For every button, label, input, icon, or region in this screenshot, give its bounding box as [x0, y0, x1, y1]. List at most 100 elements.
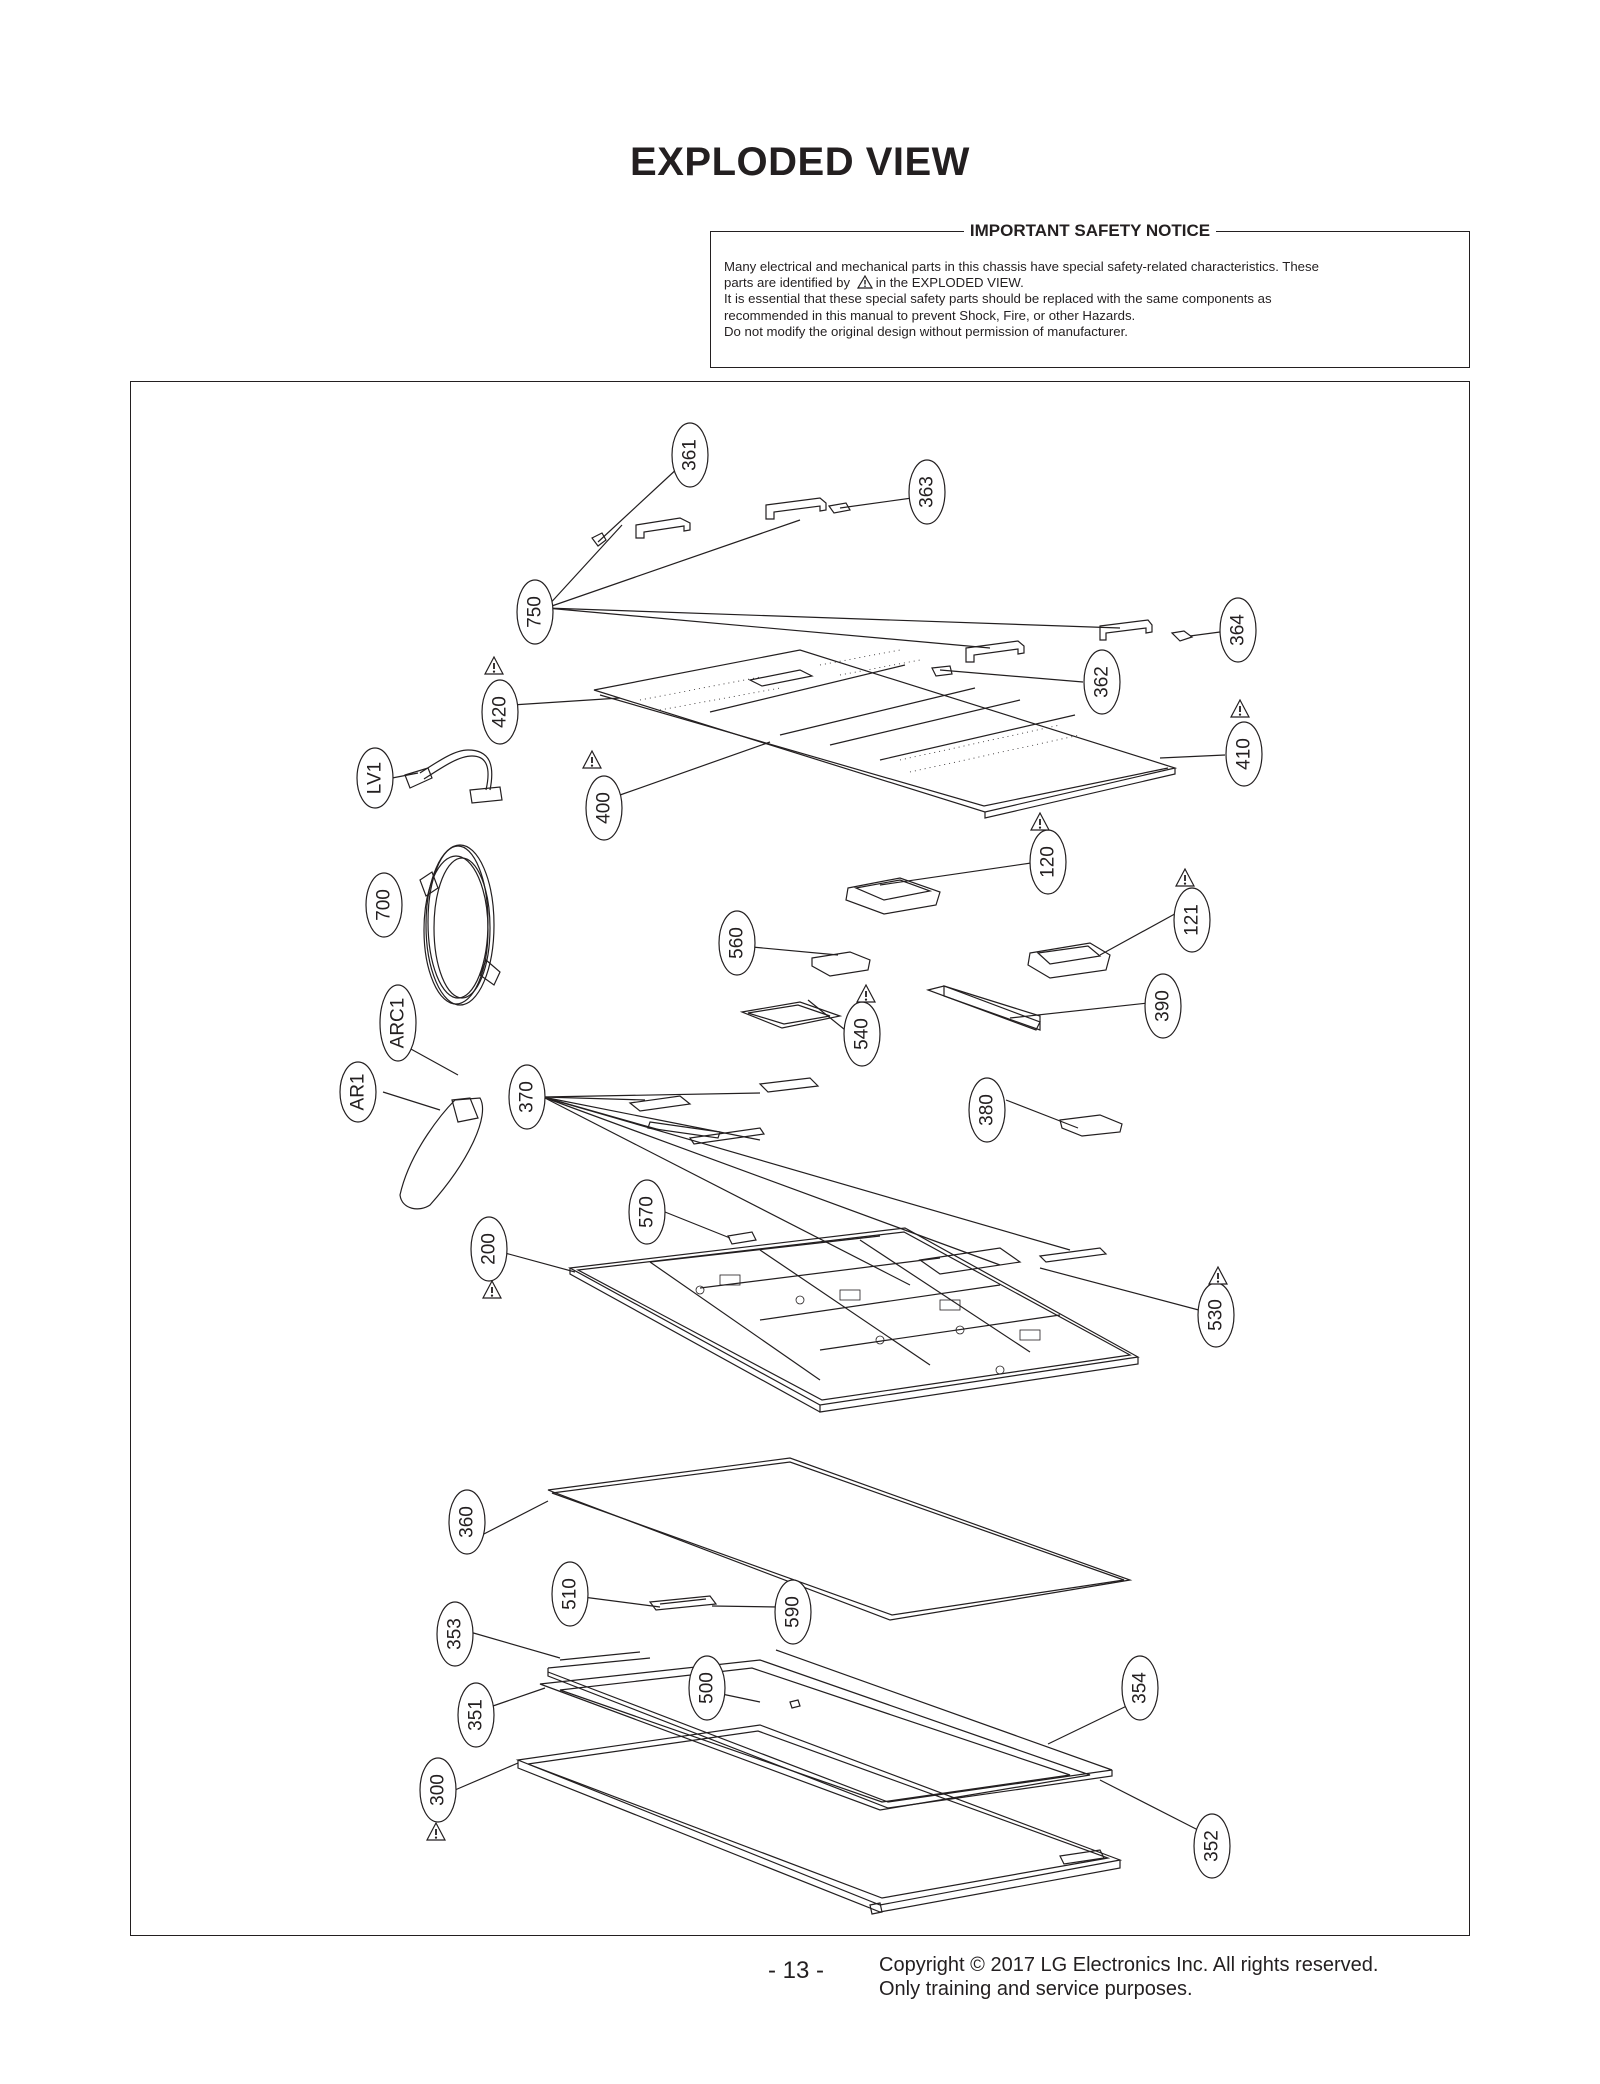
- warning-triangle-icon: [582, 750, 602, 769]
- callout-390: 390: [1144, 973, 1182, 1039]
- callout-label: 351: [466, 1699, 487, 1731]
- callout-ellipse: [688, 1655, 726, 1721]
- callout-420: 420: [481, 679, 519, 745]
- callout-label: 420: [490, 696, 511, 728]
- callout-360: 360: [448, 1489, 486, 1555]
- callout-label: 360: [457, 1506, 478, 1538]
- callout-540: 540: [843, 1001, 881, 1067]
- callout-ellipse: [1083, 649, 1121, 715]
- callout-lv1: LV1: [356, 747, 394, 809]
- callout-label: 510: [560, 1578, 581, 1610]
- callout-400: 400: [585, 775, 623, 841]
- warning-triangle-icon: [856, 275, 873, 289]
- warning-triangle-icon: [482, 1280, 502, 1299]
- callout-label: 363: [917, 476, 938, 508]
- warning-triangle-icon: [484, 656, 504, 675]
- notice-line-5: Do not modify the original design withou…: [724, 323, 1128, 339]
- callout-ellipse: [585, 775, 623, 841]
- warning-triangle-icon: [856, 984, 876, 1003]
- callout-label: 353: [445, 1618, 466, 1650]
- diagram-frame: [130, 381, 1470, 1936]
- page-number: - 13 -: [768, 1957, 825, 1984]
- callout-352: 352: [1193, 1813, 1231, 1879]
- callout-530: 530: [1197, 1282, 1235, 1348]
- callout-362: 362: [1083, 649, 1121, 715]
- callout-label: ARC1: [388, 998, 409, 1049]
- callout-label: 590: [783, 1596, 804, 1628]
- callout-label: 361: [680, 439, 701, 471]
- warning-triangle-icon: [1030, 812, 1050, 831]
- callout-ellipse: [470, 1216, 508, 1282]
- callout-410: 410: [1225, 721, 1263, 787]
- warning-triangle-icon: [1175, 868, 1195, 887]
- safety-notice-box: IMPORTANT SAFETY NOTICE Many electrical …: [710, 221, 1470, 368]
- copyright-notice: Copyright © 2017 LG Electronics Inc. All…: [879, 1953, 1378, 2001]
- callout-590: 590: [774, 1579, 812, 1645]
- callout-ellipse: [908, 459, 946, 525]
- callout-570: 570: [628, 1179, 666, 1245]
- callout-ellipse: [448, 1489, 486, 1555]
- callout-label: AR1: [348, 1074, 369, 1111]
- notice-line-2b: in the EXPLODED VIEW.: [875, 275, 1024, 291]
- callout-370: 370: [508, 1064, 546, 1130]
- callout-label: 352: [1202, 1830, 1223, 1862]
- notice-line-2a: parts are identified by: [724, 275, 851, 291]
- callout-ellipse: [436, 1601, 474, 1667]
- callout-380: 380: [968, 1077, 1006, 1143]
- callout-351: 351: [457, 1682, 495, 1748]
- callout-ellipse: [774, 1579, 812, 1645]
- warning-triangle-icon: [1230, 699, 1250, 718]
- warning-triangle-icon: [1208, 1266, 1228, 1285]
- callout-ellipse: [481, 679, 519, 745]
- callout-200: 200: [470, 1216, 508, 1282]
- callout-arc1: ARC1: [379, 984, 417, 1062]
- callout-ellipse: [671, 422, 709, 488]
- callout-560: 560: [718, 910, 756, 976]
- callout-label: 200: [479, 1233, 500, 1265]
- callout-ellipse: [379, 984, 417, 1062]
- callout-label: 700: [374, 889, 395, 921]
- callout-ellipse: [718, 910, 756, 976]
- callout-label: 750: [525, 596, 546, 628]
- callout-364: 364: [1219, 597, 1257, 663]
- callout-label: 354: [1130, 1672, 1151, 1704]
- copyright-line-2: Only training and service purposes.: [879, 1978, 1193, 2000]
- callout-361: 361: [671, 422, 709, 488]
- callout-label: 362: [1092, 666, 1113, 698]
- callout-label: 380: [977, 1094, 998, 1126]
- callout-ellipse: [628, 1179, 666, 1245]
- safety-notice-title: IMPORTANT SAFETY NOTICE: [963, 221, 1217, 240]
- callout-label: 370: [517, 1081, 538, 1113]
- callout-label: 500: [697, 1672, 718, 1704]
- callout-ellipse: [1173, 887, 1211, 953]
- callout-label: 570: [637, 1196, 658, 1228]
- callout-label: 121: [1182, 904, 1203, 936]
- callout-label: 120: [1038, 846, 1059, 878]
- callout-label: 300: [428, 1774, 449, 1806]
- safety-notice-body: Many electrical and mechanical parts in …: [724, 259, 1456, 340]
- copyright-line-1: Copyright © 2017 LG Electronics Inc. All…: [879, 1954, 1379, 1976]
- callout-ellipse: [419, 1757, 457, 1823]
- callout-ellipse: [1219, 597, 1257, 663]
- notice-line-3: It is essential that these special safet…: [724, 291, 1272, 307]
- callout-ellipse: [516, 579, 554, 645]
- callout-ellipse: [356, 747, 394, 809]
- callout-750: 750: [516, 579, 554, 645]
- callout-ellipse: [1193, 1813, 1231, 1879]
- callout-ellipse: [339, 1061, 377, 1123]
- callout-label: 364: [1228, 614, 1249, 646]
- callout-label: 410: [1234, 738, 1255, 770]
- callout-label: 560: [727, 927, 748, 959]
- callout-ar1: AR1: [339, 1061, 377, 1123]
- callout-ellipse: [968, 1077, 1006, 1143]
- notice-line-4: recommended in this manual to prevent Sh…: [724, 307, 1136, 323]
- callout-ellipse: [1225, 721, 1263, 787]
- callout-510: 510: [551, 1561, 589, 1627]
- callout-ellipse: [365, 872, 403, 938]
- callout-700: 700: [365, 872, 403, 938]
- callout-ellipse: [1121, 1655, 1159, 1721]
- callout-label: 390: [1153, 990, 1174, 1022]
- callout-363: 363: [908, 459, 946, 525]
- page-title: EXPLODED VIEW: [630, 140, 970, 184]
